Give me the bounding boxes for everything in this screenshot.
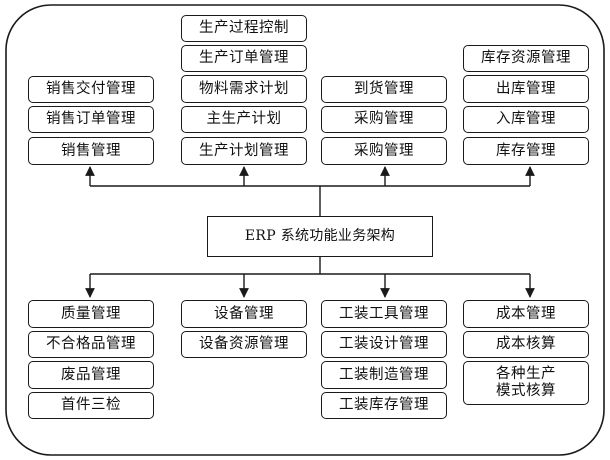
cost-item: 成本管理 — [463, 300, 589, 328]
quality-item: 不合格品管理 — [28, 331, 154, 358]
tooling-item: 工装设计管理 — [321, 331, 447, 358]
tooling-item: 工装库存管理 — [321, 392, 447, 419]
cost-item: 各种生产 模式核算 — [463, 361, 589, 405]
inventory-item: 出库管理 — [463, 75, 589, 103]
equipment-item: 设备管理 — [181, 300, 307, 328]
quality-item: 质量管理 — [28, 300, 154, 328]
production-item: 生产计划管理 — [181, 137, 307, 165]
quality-item: 首件三检 — [28, 392, 154, 419]
purchasing-item: 到货管理 — [321, 76, 447, 103]
outer-frame — [5, 4, 605, 456]
purchasing-item: 采购管理 — [321, 137, 447, 165]
production-item: 生产过程控制 — [181, 15, 307, 42]
tooling-item: 工装工具管理 — [321, 300, 447, 328]
sales-item: 销售管理 — [28, 137, 154, 165]
sales-item: 销售订单管理 — [28, 106, 154, 133]
equipment-item: 设备资源管理 — [181, 331, 307, 358]
tooling-item: 工装制造管理 — [321, 361, 447, 389]
erp-center-box: ERP 系统功能业务架构 — [207, 216, 433, 257]
production-item: 生产订单管理 — [181, 45, 307, 72]
purchasing-item: 采购管理 — [321, 106, 447, 133]
inventory-item: 库存管理 — [463, 137, 589, 165]
inventory-item: 入库管理 — [463, 106, 589, 133]
cost-item: 成本核算 — [463, 331, 589, 358]
inventory-item: 库存资源管理 — [463, 45, 589, 72]
production-item: 物料需求计划 — [181, 75, 307, 103]
quality-item: 废品管理 — [28, 361, 154, 389]
sales-item: 销售交付管理 — [28, 76, 154, 103]
production-item: 主生产计划 — [181, 106, 307, 133]
